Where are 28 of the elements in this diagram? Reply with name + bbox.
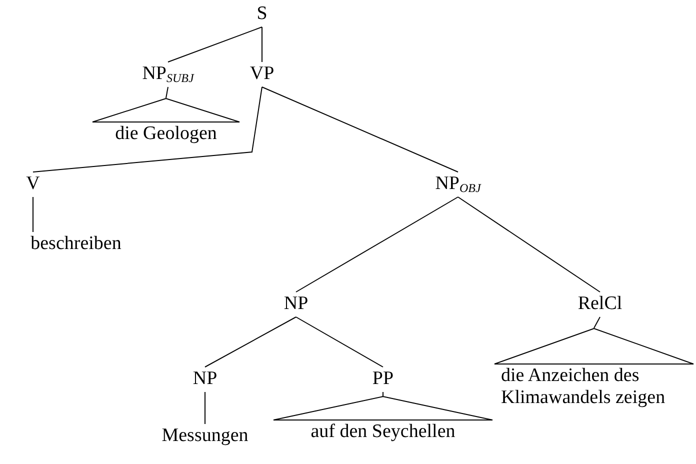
tree-branch [204,316,296,368]
tree-branch [262,86,458,172]
tree-node-label: NP [185,367,225,391]
tree-branch [594,316,600,328]
tree-branch [166,86,168,98]
tree-branch [296,316,384,368]
subtree-triangle [494,328,694,409]
tree-node-label: beschreiben [11,232,141,256]
tree-node-label: S [247,2,277,26]
tree-node-label: VP [242,62,282,86]
tree-branch [382,392,384,396]
tree-branch [32,86,262,172]
tree-branch [204,392,206,424]
constituent-text: auf den Seychellen [310,421,456,443]
tree-branch [32,196,34,232]
tree-branch [296,196,458,292]
tree-node-label: NP [276,292,316,316]
tree-node-label: PP [363,367,403,391]
tree-node-label: NP$_{SUBJ}$ [118,62,218,86]
tree-node-label: NP$_{OBJ}$ [403,172,513,196]
tree-branch [168,26,262,62]
tree-node-label: Messungen [140,424,270,448]
tree-branch [458,196,600,292]
subtree-triangle [92,98,240,145]
subtree-triangle [273,396,493,443]
tree-node-label: V [18,172,48,196]
constituent-text: die Geologen [115,123,217,145]
tree-node-label: RelCl [570,292,630,316]
